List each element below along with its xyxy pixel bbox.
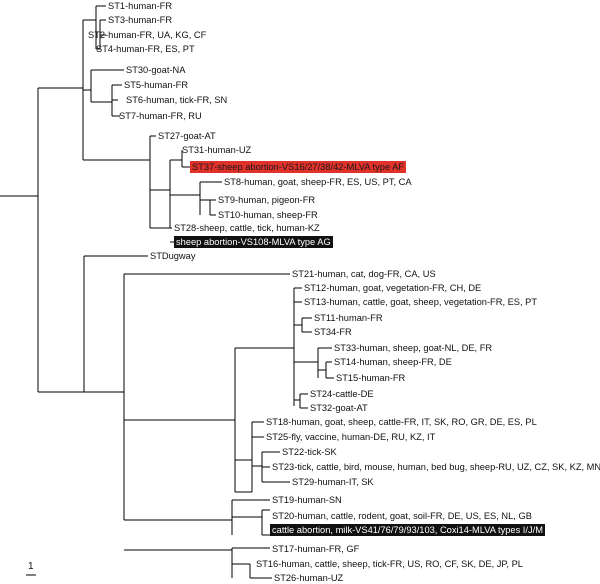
leaf-st27: ST27-goat-AT [158,131,216,141]
leaf-cattle-ijm-highlight: cattle abortion, milk-VS41/76/79/93/103,… [270,524,545,536]
leaf-st21: ST21-human, cat, dog-FR, CA, US [292,269,436,279]
leaf-st1: ST1-human-FR [108,1,173,11]
leaf-st37-highlight: ST37-sheep abortion-VS16/27/38/42-MLVA t… [190,161,407,173]
leaf-st4: ST4-human-FR, ES, PT [96,44,195,54]
leaf-st5: ST5-human-FR [124,80,189,90]
leaf-st30: ST30-goat-NA [126,65,186,75]
leaf-st2: ST2-human-FR, UA, KG, CF [88,30,207,40]
leaf-st26: ST26-human-UZ [274,573,344,583]
leaf-st17: ST17-human-FR, GF [272,544,360,554]
leaf-stdugway: STDugway [150,251,196,261]
leaf-st23: ST23-tick, cattle, bird, mouse, human, b… [272,462,600,472]
leaf-st7: ST7-human-FR, RU [119,111,202,121]
leaf-st14: ST14-human, sheep-FR, DE [334,357,452,367]
leaf-st12: ST12-human, goat, vegetation-FR, CH, DE [304,283,482,293]
leaf-st32: ST32-goat-AT [310,403,368,413]
leaf-st10: ST10-human, sheep-FR [218,210,318,220]
leaf-sheep-ag-highlight: sheep abortion-VS108-MLVA type AG [174,236,333,248]
leaf-st11: ST11-human-FR [314,313,383,323]
leaf-st15: ST15-human-FR [336,373,406,383]
leaf-st33: ST33-human, sheep, goat-NL, DE, FR [334,343,493,353]
leaf-st6: ST6-human, tick-FR, SN [126,95,228,105]
leaf-st3: ST3-human-FR [108,15,173,25]
leaf-st34: ST34-FR [314,327,352,337]
leaf-st19: ST19-human-SN [272,495,342,505]
leaf-st9: ST9-human, pigeon-FR [218,195,316,205]
leaf-st22: ST22-tick-SK [282,447,337,457]
leaf-st24: ST24-cattle-DE [310,389,374,399]
leaf-st18: ST18-human, goat, sheep, cattle-FR, IT, … [266,417,537,427]
scale-bar-label: 1 [28,561,34,572]
leaf-st8: ST8-human, goat, sheep-FR, ES, US, PT, C… [224,177,412,187]
leaf-st29: ST29-human-IT, SK [292,477,374,487]
leaf-st28: ST28-sheep, cattle, tick, human-KZ [174,223,320,233]
leaf-st20: ST20-human, cattle, rodent, goat, soil-F… [272,511,532,521]
leaf-st13: ST13-human, cattle, goat, sheep, vegetat… [304,297,538,307]
leaf-st16: ST16-human, cattle, sheep, tick-FR, US, … [256,559,523,569]
leaf-st31: ST31-human-UZ [182,145,252,155]
leaf-st25: ST25-fly, vaccine, human-DE, RU, KZ, IT [266,432,436,442]
